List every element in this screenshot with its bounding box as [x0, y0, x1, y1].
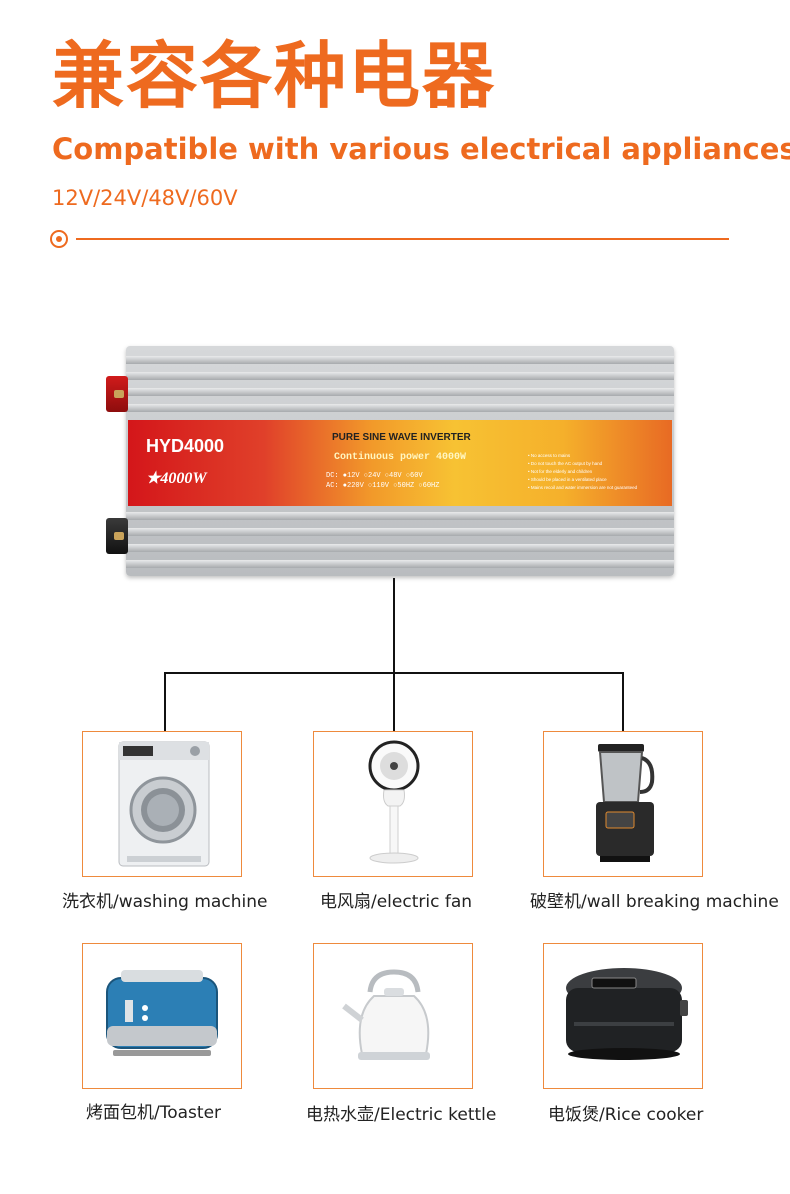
washing-machine-icon [118, 741, 210, 867]
toaster-icon [106, 970, 218, 1056]
inverter-warnings: • No access to mains • Do not touch the … [528, 452, 658, 492]
inverter-product-image: HYD4000 ★4000W PURE SINE WAVE INVERTER C… [106, 346, 674, 576]
inverter-power-badge: ★4000W [146, 470, 207, 487]
connector-line [393, 672, 395, 732]
heatsink-fin [126, 528, 674, 536]
appliance-caption: 电热水壶/Electric kettle [306, 1105, 497, 1125]
terminal-bolt [114, 532, 124, 540]
inverter-label: HYD4000 ★4000W PURE SINE WAVE INVERTER C… [128, 420, 672, 506]
appliance-caption: 电风扇/electric fan [320, 892, 473, 912]
warning-line: • No access to mains [528, 453, 571, 458]
divider [76, 238, 729, 240]
inverter-continuous-power: Continuous power 4000W [334, 452, 467, 463]
inverter-dc-options: DC: ●12V ○24V ○48V ○60V [326, 472, 423, 480]
blender-icon [596, 744, 655, 862]
connector-line [622, 672, 624, 732]
appliance-card-electric-fan [313, 731, 473, 877]
heatsink-fin [126, 356, 674, 364]
heatsink-fin [126, 404, 674, 412]
warning-line: • Do not touch the AC output by hand [528, 461, 603, 466]
heatsink-fin [126, 372, 674, 380]
page-title: 兼容各种电器 [52, 34, 497, 118]
appliance-card-rice-cooker [543, 943, 703, 1089]
connector-line [164, 672, 166, 732]
inverter-heading: PURE SINE WAVE INVERTER [332, 432, 471, 443]
kettle-icon [342, 969, 430, 1060]
inverter-ac-options: AC: ●220V ○110V ○50HZ ○60HZ [326, 482, 440, 490]
heatsink-fin [126, 388, 674, 396]
connector-line [393, 578, 395, 674]
appliance-caption: 破壁机/wall breaking machine [530, 892, 779, 912]
terminal-bolt [114, 390, 124, 398]
rice-cooker-icon [566, 968, 688, 1060]
appliance-caption: 电饭煲/Rice cooker [548, 1105, 704, 1125]
target-icon [50, 230, 68, 248]
appliance-card-blender [543, 731, 703, 877]
appliance-card-electric-kettle [313, 943, 473, 1089]
voltage-options: 12V/24V/48V/60V [52, 186, 238, 210]
warning-line: • Should be placed in a ventilated place [528, 477, 607, 482]
heatsink-fin [126, 544, 674, 552]
warning-line: • Mains recoil and water immersion are n… [528, 485, 638, 490]
appliance-card-toaster [82, 943, 242, 1089]
page-subtitle: Compatible with various electrical appli… [52, 132, 790, 166]
inverter-model: HYD4000 [146, 436, 225, 456]
appliance-caption: 洗衣机/washing machine [62, 892, 268, 912]
appliance-caption: 烤面包机/Toaster [86, 1103, 222, 1123]
warning-line: • Not for the elderly and children [528, 469, 593, 474]
appliance-card-washing-machine [82, 731, 242, 877]
heatsink-fin [126, 512, 674, 520]
electric-fan-icon [368, 740, 420, 864]
heatsink-fin [126, 560, 674, 568]
